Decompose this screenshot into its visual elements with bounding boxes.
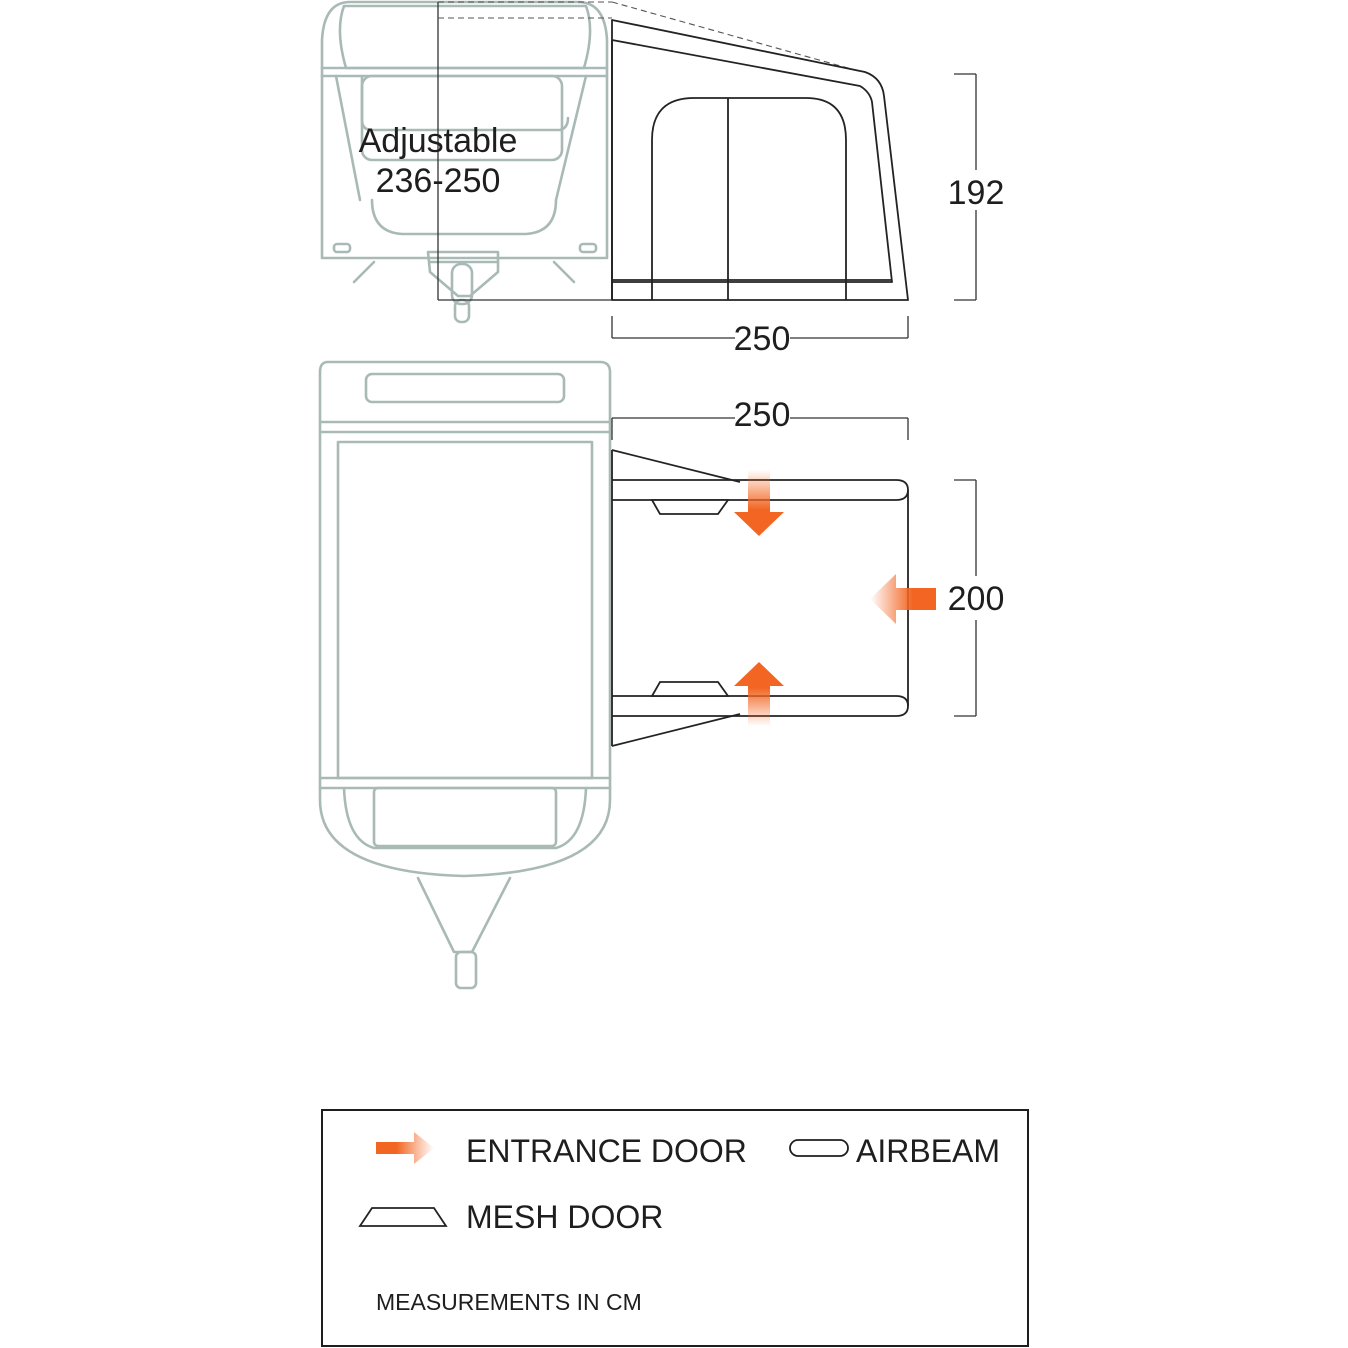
height-dimension	[954, 73, 977, 301]
adjustable-range-label: 236-250	[376, 162, 501, 200]
awning-side-profile	[611, 19, 909, 301]
side-width-dimension	[611, 316, 909, 339]
mesh-door-legend-label: MESH DOOR	[466, 1199, 663, 1235]
entrance-door-legend-label: ENTRANCE DOOR	[466, 1133, 747, 1169]
side-view: Adjustable 236-250 192 250	[320, 0, 1005, 358]
entrance-door-legend-icon	[376, 1132, 434, 1164]
entrance-arrow-top	[734, 470, 784, 536]
measurements-note: MEASUREMENTS IN CM	[376, 1289, 642, 1315]
top-width-dimension	[611, 417, 909, 440]
height-label: 192	[948, 174, 1005, 212]
mesh-door-top	[650, 499, 730, 515]
top-view: 250 200	[318, 360, 1005, 990]
depth-dimension	[954, 479, 977, 717]
adjustable-label: Adjustable	[359, 122, 518, 160]
entrance-arrow-front	[870, 574, 936, 624]
awning-plan	[611, 449, 909, 747]
caravan-rear-outline	[320, 0, 609, 324]
mesh-door-legend-icon	[358, 1207, 448, 1227]
airbeam-legend-label: AIRBEAM	[856, 1133, 1000, 1169]
top-width-label: 250	[734, 396, 791, 434]
entrance-arrow-bottom	[734, 662, 784, 726]
legend-box: ENTRANCE DOOR AIRBEAM MESH DOOR MEASUREM…	[321, 1109, 1029, 1347]
depth-label: 200	[948, 580, 1005, 618]
caravan-plan-outline	[318, 360, 612, 990]
airbeam-legend-icon	[789, 1139, 849, 1157]
side-width-label: 250	[734, 320, 791, 358]
mesh-door-bottom	[650, 681, 730, 697]
